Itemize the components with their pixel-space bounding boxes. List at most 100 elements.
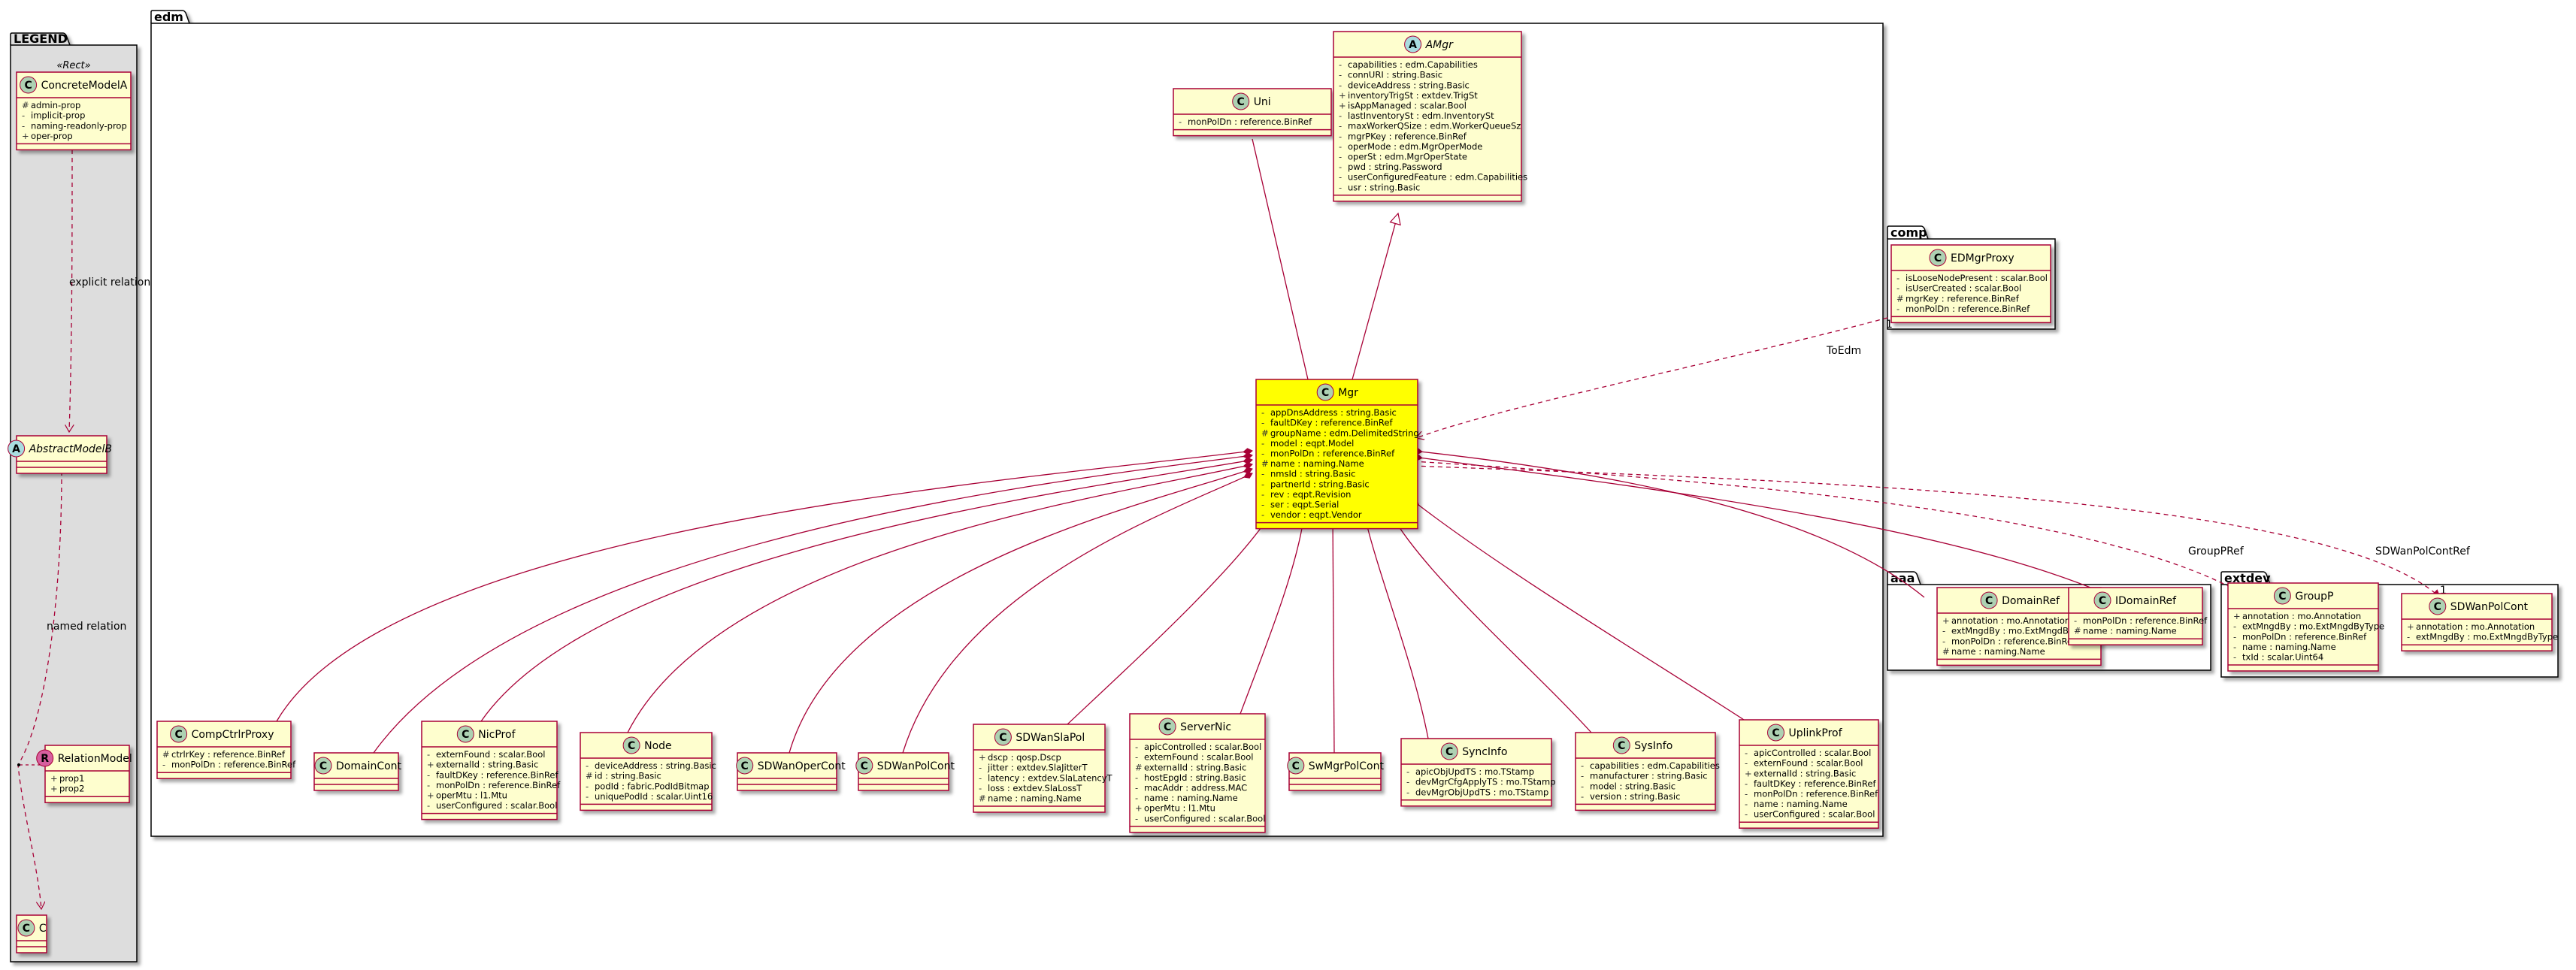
class-box bbox=[44, 745, 130, 803]
class-name: ServerNic bbox=[1180, 721, 1231, 733]
attribute-visibility: - bbox=[1261, 418, 1264, 428]
attribute: name : naming.Name bbox=[1270, 458, 1364, 469]
class-box bbox=[1739, 719, 1879, 829]
attribute: id : string.Basic bbox=[595, 771, 661, 781]
attribute: pwd : string.Password bbox=[1348, 162, 1442, 172]
attribute-visibility: # bbox=[979, 793, 986, 804]
attribute: monPolDn : reference.BinRef bbox=[1951, 636, 2076, 646]
attribute: operMtu : l1.Mtu bbox=[1144, 803, 1215, 814]
attribute: isAppManaged : scalar.Bool bbox=[1348, 101, 1467, 111]
attribute-visibility: - bbox=[2233, 652, 2236, 663]
attribute: oper-prop bbox=[31, 131, 73, 141]
mgr-uplinkprof-line bbox=[1411, 499, 1745, 721]
class-kind-letter: C bbox=[174, 729, 182, 741]
attribute: admin-prop bbox=[31, 100, 80, 110]
attribute-visibility: - bbox=[1406, 766, 1409, 777]
class-kind-letter: C bbox=[1237, 96, 1245, 108]
attribute: ser : eqpt.Serial bbox=[1270, 500, 1339, 510]
comp-package-title: comp bbox=[1890, 225, 1927, 240]
class-box bbox=[580, 732, 713, 811]
attribute-visibility: - bbox=[1261, 489, 1264, 500]
sdwanpolcontref-relation-line bbox=[1412, 465, 2440, 597]
attribute: name : naming.Name bbox=[1951, 646, 2045, 657]
class-name: UplinkProf bbox=[1789, 727, 1843, 739]
attribute-visibility: - bbox=[2074, 615, 2077, 626]
class-icon bbox=[20, 76, 38, 94]
class-name: SDWanPolCont bbox=[877, 760, 955, 772]
class-icon bbox=[17, 919, 35, 937]
class-box bbox=[1575, 732, 1716, 811]
class-kind-letter: C bbox=[24, 80, 32, 92]
relation-junction-dot bbox=[17, 763, 20, 766]
class-icon bbox=[1929, 249, 1947, 267]
attribute: lastInventorySt : edm.InventorySt bbox=[1348, 110, 1494, 121]
sdwanpolcontref-multiplicity: 1 bbox=[2440, 585, 2447, 597]
class-kind-letter: C bbox=[462, 729, 469, 741]
class-kind-letter: C bbox=[1772, 727, 1779, 739]
attribute-visibility: - bbox=[1339, 110, 1342, 121]
attribute-visibility: - bbox=[1135, 783, 1138, 793]
attribute: faultDKey : reference.BinRef bbox=[436, 769, 558, 780]
extdev-package-title: extdev bbox=[2224, 571, 2271, 585]
attribute: version : string.Basic bbox=[1590, 791, 1680, 802]
attribute-visibility: - bbox=[1339, 121, 1342, 131]
attribute-visibility: - bbox=[162, 760, 165, 770]
attribute: mgrKey : reference.BinRef bbox=[1906, 293, 2020, 304]
attribute: usr : string.Basic bbox=[1348, 182, 1420, 192]
class-kind-letter: C bbox=[2434, 601, 2441, 613]
attribute: mgrPKey : reference.BinRef bbox=[1348, 131, 1467, 141]
attribute: macAddr : address.MAC bbox=[1144, 783, 1247, 793]
mgr-node-line bbox=[627, 461, 1253, 733]
attribute: extMngdBy : mo.ExtMngdByType bbox=[2242, 621, 2384, 632]
attribute: inventoryTrigSt : extdev.TrigSt bbox=[1348, 90, 1478, 101]
attribute-visibility: - bbox=[427, 780, 430, 790]
class-kind-letter: C bbox=[319, 760, 327, 772]
attribute-visibility: # bbox=[162, 749, 170, 760]
class-name: C bbox=[39, 923, 47, 935]
attribute-visibility: + bbox=[50, 784, 58, 794]
attribute: podId : fabric.PodIdBitmap bbox=[595, 781, 710, 791]
attribute-visibility: - bbox=[1339, 70, 1342, 80]
attribute: faultDKey : reference.BinRef bbox=[1270, 418, 1393, 428]
attribute: deviceAddress : string.Basic bbox=[595, 760, 716, 771]
attribute: apicControlled : scalar.Bool bbox=[1144, 742, 1261, 752]
attribute: manufacturer : string.Basic bbox=[1590, 771, 1708, 781]
attribute-visibility: - bbox=[1896, 273, 1899, 283]
attribute-visibility: - bbox=[1339, 162, 1342, 172]
attribute-visibility: - bbox=[1745, 748, 1748, 758]
attribute: monPolDn : reference.BinRef bbox=[1188, 116, 1312, 127]
class-icon bbox=[1767, 724, 1784, 742]
named-relation-line bbox=[17, 470, 62, 909]
attribute: externFound : scalar.Bool bbox=[1144, 752, 1253, 763]
attribute-visibility: + bbox=[1745, 768, 1752, 778]
mgr-servernic-line bbox=[1240, 514, 1307, 715]
class-kind-letter: C bbox=[1321, 387, 1329, 399]
class-name: AMgr bbox=[1425, 39, 1454, 51]
attribute-visibility: - bbox=[586, 781, 589, 791]
class-box bbox=[1255, 379, 1418, 530]
